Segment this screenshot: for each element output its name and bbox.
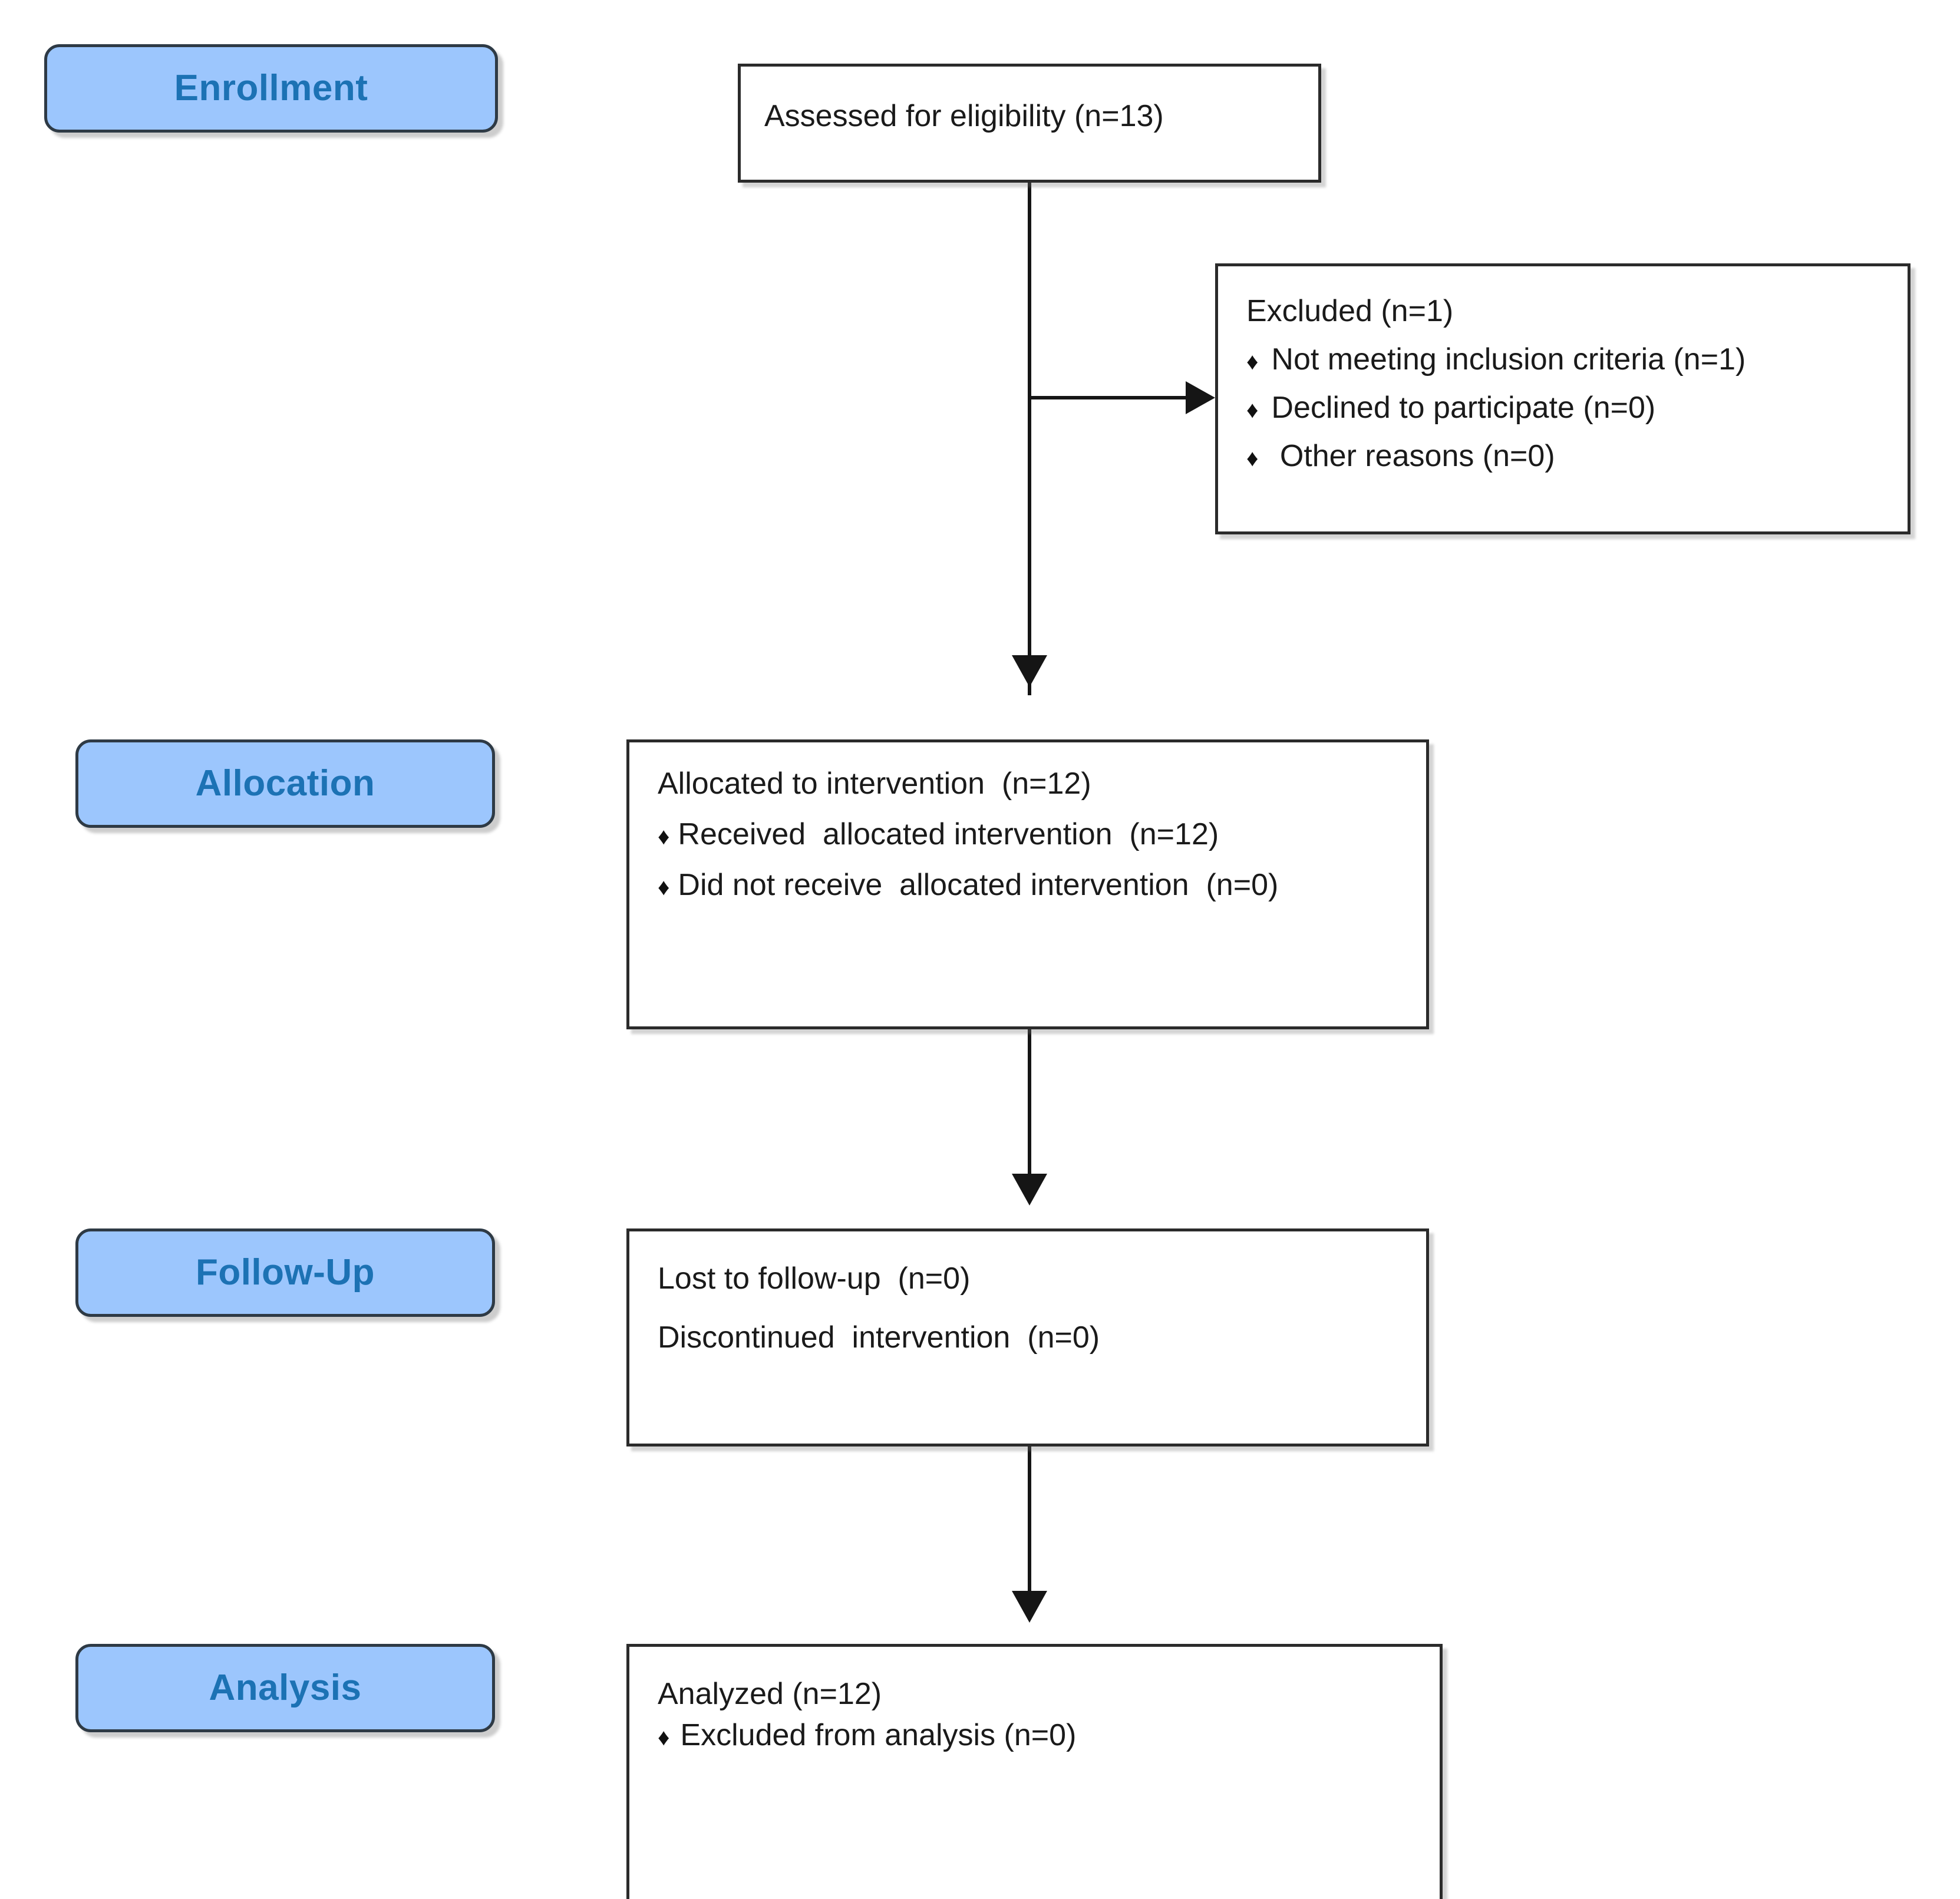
stage-badge-allocation-label: Allocation: [195, 763, 375, 804]
stage-badge-followup: Follow-Up: [75, 1228, 495, 1317]
list-item: ♦ Not meeting inclusion criteria (n=1): [1246, 343, 1884, 376]
excluded-reason-1: Not meeting inclusion criteria (n=1): [1271, 342, 1746, 377]
spacer: [658, 1295, 1403, 1321]
stage-badge-followup-label: Follow-Up: [195, 1252, 375, 1293]
allocated-title: Allocated to intervention (n=12): [658, 767, 1091, 801]
diamond-bullet-icon: ♦: [1246, 445, 1259, 472]
stage-badge-allocation: Allocation: [75, 739, 495, 828]
box-assessed-for-eligibility: Assessed for eligibility (n=13): [738, 64, 1321, 183]
diamond-bullet-icon: ♦: [1246, 349, 1259, 375]
box-allocated-to-intervention: Allocated to intervention (n=12) ♦ Recei…: [626, 739, 1429, 1029]
excluded-reason-2: Declined to participate (n=0): [1271, 391, 1656, 425]
connector-allocated-to-followup: [1028, 1029, 1031, 1177]
list-item: ♦ Declined to participate (n=0): [1246, 391, 1884, 424]
list-item: ♦ Did not receive allocated intervention…: [658, 868, 1403, 901]
box-excluded: Excluded (n=1) ♦ Not meeting inclusion c…: [1215, 263, 1910, 534]
followup-line-2: Discontinued intervention (n=0): [658, 1320, 1100, 1355]
connector-assessed-to-excluded: [1028, 396, 1187, 399]
stage-badge-enrollment: Enrollment: [44, 44, 498, 133]
box-analyzed: Analyzed (n=12) ♦ Excluded from analysis…: [626, 1644, 1443, 1899]
arrow-assessed-to-allocated: [1012, 655, 1047, 687]
diamond-bullet-icon: ♦: [658, 1725, 670, 1751]
stage-badge-analysis-label: Analysis: [209, 1667, 362, 1708]
arrow-to-excluded: [1186, 381, 1215, 414]
arrow-followup-to-analyzed: [1012, 1591, 1047, 1623]
box-follow-up: Lost to follow-up (n=0) Discontinued int…: [626, 1228, 1429, 1446]
stage-badge-enrollment-label: Enrollment: [174, 68, 368, 108]
analyzed-detail-1: Excluded from analysis (n=0): [680, 1718, 1077, 1753]
allocated-detail-1: Received allocated intervention (n=12): [678, 817, 1219, 852]
list-item: ♦ Excluded from analysis (n=0): [658, 1719, 1416, 1752]
assessed-eligibility-text: Assessed for eligibility (n=13): [764, 99, 1164, 133]
stage-badge-analysis: Analysis: [75, 1644, 495, 1732]
diamond-bullet-icon: ♦: [658, 874, 670, 901]
connector-followup-to-analyzed: [1028, 1446, 1031, 1594]
list-item: ♦ Other reasons (n=0): [1246, 440, 1884, 473]
analyzed-title: Analyzed (n=12): [658, 1677, 882, 1711]
excluded-title: Excluded (n=1): [1246, 294, 1454, 328]
excluded-reason-3: Other reasons (n=0): [1271, 439, 1555, 474]
followup-line-1: Lost to follow-up (n=0): [658, 1261, 971, 1296]
arrow-allocated-to-followup: [1012, 1174, 1047, 1206]
allocated-detail-2: Did not receive allocated intervention (…: [678, 868, 1279, 903]
diamond-bullet-icon: ♦: [1246, 397, 1259, 424]
connector-assessed-trunk: [1028, 183, 1031, 695]
list-item: ♦ Received allocated intervention (n=12): [658, 818, 1403, 851]
diamond-bullet-icon: ♦: [658, 824, 670, 850]
